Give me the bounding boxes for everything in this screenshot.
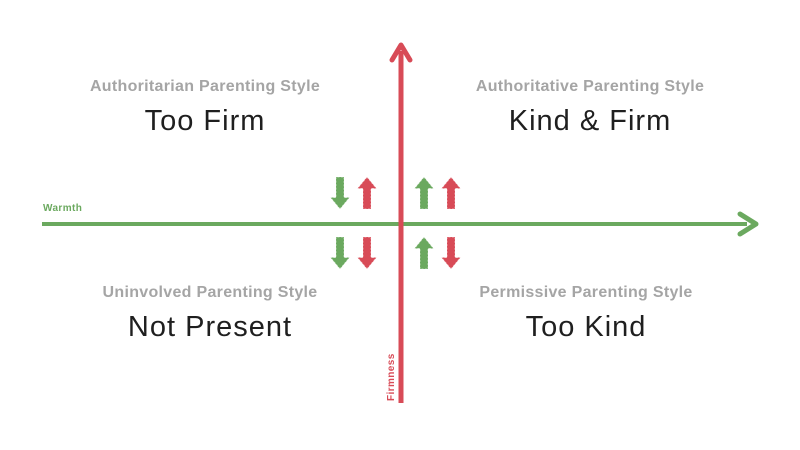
firmness-down-arrow-icon <box>357 236 377 270</box>
quadrant-authoritarian: Authoritarian Parenting Style Too Firm <box>40 78 370 138</box>
warmth-down-arrow-icon <box>330 176 350 210</box>
quadrant-permissive: Permissive Parenting Style Too Kind <box>425 284 747 344</box>
quadrant-title: Authoritarian Parenting Style <box>89 78 321 95</box>
quadrant-title: Authoritative Parenting Style <box>475 78 705 95</box>
warmth-axis-arrowhead <box>737 211 759 237</box>
firmness-down-arrow-icon <box>441 236 461 270</box>
arrow-pair-uninvolved <box>330 236 377 270</box>
firmness-up-arrow-icon <box>357 176 377 210</box>
quadrant-title: Permissive Parenting Style <box>479 284 693 301</box>
firmness-axis-arrowhead <box>389 42 413 63</box>
quadrant-subtitle: Too Firm <box>144 105 266 137</box>
arrow-pair-authoritarian <box>330 176 377 210</box>
quadrant-subtitle: Kind & Firm <box>508 105 672 137</box>
warmth-up-arrow-icon <box>414 236 434 270</box>
arrow-pair-permissive <box>414 236 461 270</box>
quadrant-subtitle: Too Kind <box>525 311 647 343</box>
quadrant-authoritative: Authoritative Parenting Style Kind & Fir… <box>428 78 752 138</box>
firmness-axis-label: Firmness <box>386 353 397 401</box>
warmth-axis-label: Warmth <box>43 203 83 214</box>
warmth-up-arrow-icon <box>414 176 434 210</box>
quadrant-title: Uninvolved Parenting Style <box>102 284 318 301</box>
firmness-up-arrow-icon <box>441 176 461 210</box>
quadrant-subtitle: Not Present <box>127 311 293 343</box>
quadrant-uninvolved: Uninvolved Parenting Style Not Present <box>45 284 375 344</box>
arrow-pair-authoritative <box>414 176 461 210</box>
warmth-down-arrow-icon <box>330 236 350 270</box>
